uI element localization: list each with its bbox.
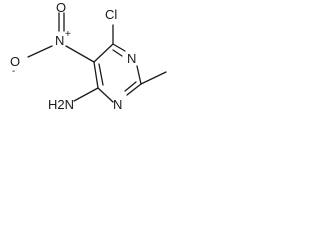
atom-nitro-nitrogen: N	[55, 33, 64, 48]
atom-chlorine: Cl	[105, 7, 117, 22]
bond-c5-nitro	[65, 45, 95, 63]
atom-nitro-oxygen-top: O	[56, 0, 66, 15]
bond-n1-c2	[136, 65, 142, 85]
bond-c4-amine	[73, 87, 99, 102]
bond-c2-n3	[126, 83, 142, 96]
atom-nitro-oxygen-left: O	[10, 54, 20, 69]
charge-nitro-oxygen-left: -	[12, 66, 15, 77]
atom-amine: H2N	[48, 97, 74, 112]
chemical-structure: Cl N N H2N N + O O -	[10, 0, 167, 112]
bond-c4-c5-inner	[98, 63, 104, 86]
charge-nitro-nitrogen: +	[65, 29, 71, 40]
atom-ring-nitrogen-bottom: N	[113, 97, 122, 112]
bond-c6-n1	[112, 43, 126, 52]
pyrimidine-ring	[93, 43, 142, 103]
bond-c6-n1-inner	[112, 49, 123, 57]
bond-nitro-o-left	[27, 45, 53, 58]
atom-ring-nitrogen-top: N	[127, 51, 136, 66]
bond-c4-c5	[93, 61, 99, 89]
bond-c2-n3-inner	[124, 81, 137, 92]
bond-c5-c6	[93, 43, 114, 63]
bond-c2-methyl	[140, 71, 167, 85]
bond-n3-c4	[97, 87, 114, 103]
substituent-bonds	[27, 12, 167, 102]
